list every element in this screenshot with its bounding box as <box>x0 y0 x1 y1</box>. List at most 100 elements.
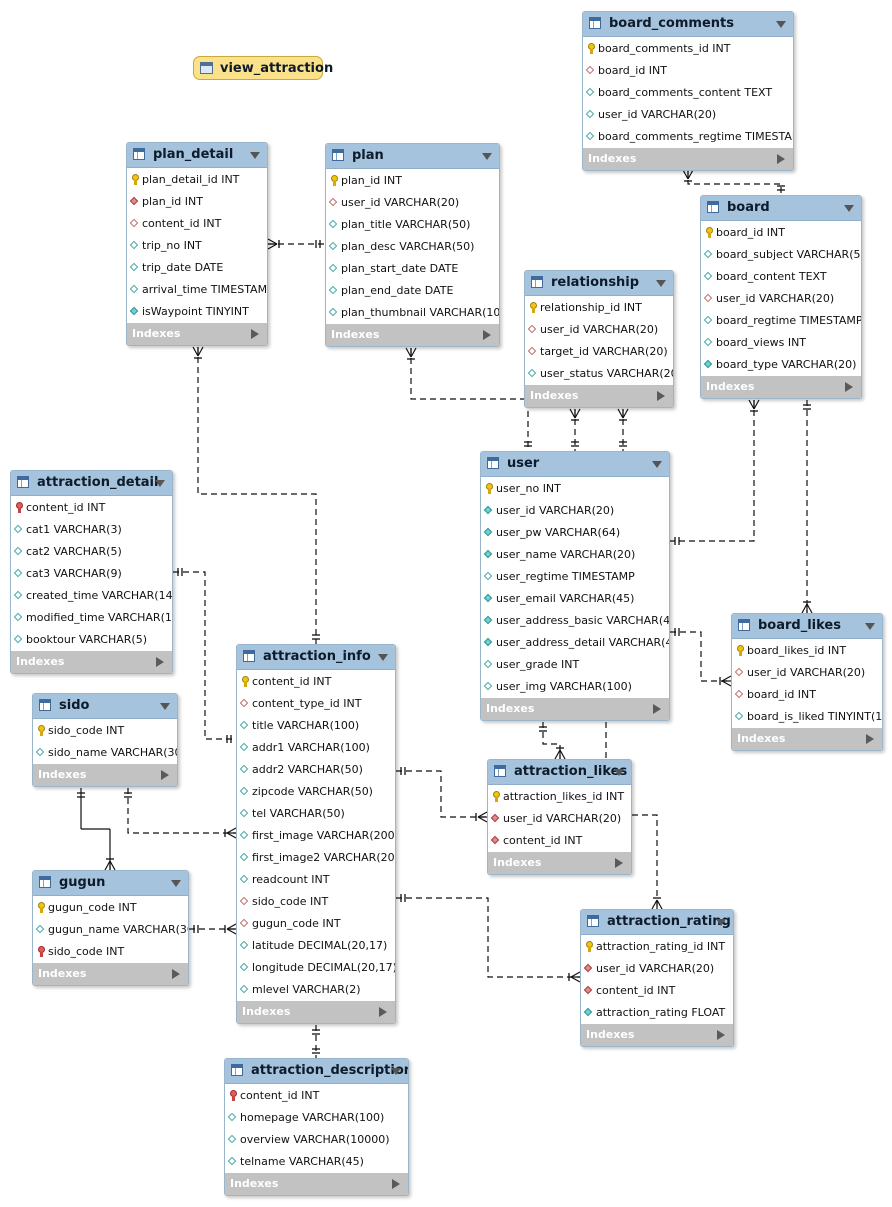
column-row[interactable]: board_regtime TIMESTAMP <box>701 310 861 332</box>
column-row[interactable]: user_id VARCHAR(20) <box>583 104 793 126</box>
column-row[interactable]: user_email VARCHAR(45) <box>481 588 669 610</box>
column-row[interactable]: board_subject VARCHAR(50) <box>701 244 861 266</box>
column-row[interactable]: longitude DECIMAL(20,17) <box>237 957 395 979</box>
table-header[interactable]: attraction_rating <box>581 910 733 935</box>
table-header[interactable]: attraction_description <box>225 1059 408 1084</box>
column-row[interactable]: cat1 VARCHAR(3) <box>11 519 172 541</box>
table-menu-dropdown-icon[interactable] <box>378 654 388 661</box>
column-row[interactable]: board_comments_regtime TIMESTAMP <box>583 126 793 148</box>
view-view-attraction[interactable]: view_attraction <box>193 56 333 80</box>
column-row[interactable]: content_id INT <box>237 671 395 693</box>
column-row[interactable]: attraction_rating_id INT <box>581 936 733 958</box>
table-menu-dropdown-icon[interactable] <box>482 153 492 160</box>
indexes-section[interactable]: Indexes <box>701 376 861 398</box>
indexes-section[interactable]: Indexes <box>33 764 177 786</box>
table-menu-dropdown-icon[interactable] <box>865 623 875 630</box>
column-row[interactable]: board_views INT <box>701 332 861 354</box>
column-row[interactable]: user_no INT <box>481 478 669 500</box>
column-row[interactable]: user_status VARCHAR(20) <box>525 363 673 385</box>
column-row[interactable]: user_id VARCHAR(20) <box>326 192 499 214</box>
column-row[interactable]: content_id INT <box>127 213 267 235</box>
column-row[interactable]: plan_id INT <box>127 191 267 213</box>
column-row[interactable]: board_is_liked TINYINT(1) <box>732 706 882 728</box>
column-row[interactable]: sido_code INT <box>237 891 395 913</box>
indexes-section[interactable]: Indexes <box>481 698 669 720</box>
column-row[interactable]: relationship_id INT <box>525 297 673 319</box>
indexes-section[interactable]: Indexes <box>583 148 793 170</box>
table-menu-dropdown-icon[interactable] <box>155 480 165 487</box>
column-row[interactable]: user_id VARCHAR(20) <box>488 808 631 830</box>
column-row[interactable]: board_id INT <box>732 684 882 706</box>
column-row[interactable]: cat2 VARCHAR(5) <box>11 541 172 563</box>
column-row[interactable]: content_id INT <box>488 830 631 852</box>
column-row[interactable]: first_image VARCHAR(200) <box>237 825 395 847</box>
column-row[interactable]: plan_end_date DATE <box>326 280 499 302</box>
column-row[interactable]: user_address_basic VARCHAR(45) <box>481 610 669 632</box>
column-row[interactable]: attraction_rating FLOAT <box>581 1002 733 1024</box>
table-header[interactable]: board_likes <box>732 614 882 639</box>
column-row[interactable]: user_grade INT <box>481 654 669 676</box>
column-row[interactable]: plan_detail_id INT <box>127 169 267 191</box>
table-menu-dropdown-icon[interactable] <box>160 703 170 710</box>
column-row[interactable]: overview VARCHAR(10000) <box>225 1129 408 1151</box>
column-row[interactable]: first_image2 VARCHAR(200) <box>237 847 395 869</box>
column-row[interactable]: content_id INT <box>11 497 172 519</box>
table-header[interactable]: relationship <box>525 271 673 296</box>
indexes-section[interactable]: Indexes <box>732 728 882 750</box>
indexes-section[interactable]: Indexes <box>33 963 188 985</box>
expand-arrow-icon[interactable] <box>777 154 785 164</box>
column-row[interactable]: sido_code INT <box>33 941 188 963</box>
table-menu-dropdown-icon[interactable] <box>776 21 786 28</box>
table-header[interactable]: attraction_detail <box>11 471 172 496</box>
table-header[interactable]: plan_detail <box>127 143 267 168</box>
table-menu-dropdown-icon[interactable] <box>844 205 854 212</box>
indexes-section[interactable]: Indexes <box>326 324 499 346</box>
column-row[interactable]: user_pw VARCHAR(64) <box>481 522 669 544</box>
column-row[interactable]: user_address_detail VARCHAR(45) <box>481 632 669 654</box>
column-row[interactable]: plan_thumbnail VARCHAR(100) <box>326 302 499 324</box>
expand-arrow-icon[interactable] <box>866 734 874 744</box>
indexes-section[interactable]: Indexes <box>11 651 172 673</box>
column-row[interactable]: trip_no INT <box>127 235 267 257</box>
column-row[interactable]: tel VARCHAR(50) <box>237 803 395 825</box>
column-row[interactable]: telname VARCHAR(45) <box>225 1151 408 1173</box>
table-menu-dropdown-icon[interactable] <box>716 919 726 926</box>
column-row[interactable]: cat3 VARCHAR(9) <box>11 563 172 585</box>
column-row[interactable]: trip_date DATE <box>127 257 267 279</box>
table-menu-dropdown-icon[interactable] <box>391 1068 401 1075</box>
indexes-section[interactable]: Indexes <box>237 1001 395 1023</box>
column-row[interactable]: user_id VARCHAR(20) <box>701 288 861 310</box>
column-row[interactable]: sido_code INT <box>33 720 177 742</box>
expand-arrow-icon[interactable] <box>379 1007 387 1017</box>
expand-arrow-icon[interactable] <box>717 1030 725 1040</box>
expand-arrow-icon[interactable] <box>156 657 164 667</box>
column-row[interactable]: gugun_code INT <box>237 913 395 935</box>
table-menu-dropdown-icon[interactable] <box>614 769 624 776</box>
table-header[interactable]: sido <box>33 694 177 719</box>
column-row[interactable]: addr1 VARCHAR(100) <box>237 737 395 759</box>
column-row[interactable]: user_img VARCHAR(100) <box>481 676 669 698</box>
column-row[interactable]: sido_name VARCHAR(30) <box>33 742 177 764</box>
column-row[interactable]: user_id VARCHAR(20) <box>732 662 882 684</box>
expand-arrow-icon[interactable] <box>251 329 259 339</box>
column-row[interactable]: created_time VARCHAR(14) <box>11 585 172 607</box>
column-row[interactable]: booktour VARCHAR(5) <box>11 629 172 651</box>
column-row[interactable]: target_id VARCHAR(20) <box>525 341 673 363</box>
column-row[interactable]: content_type_id INT <box>237 693 395 715</box>
column-row[interactable]: board_id INT <box>701 222 861 244</box>
column-row[interactable]: zipcode VARCHAR(50) <box>237 781 395 803</box>
table-menu-dropdown-icon[interactable] <box>652 461 662 468</box>
table-header[interactable]: attraction_likes <box>488 760 631 785</box>
column-row[interactable]: isWaypoint TINYINT <box>127 301 267 323</box>
indexes-section[interactable]: Indexes <box>488 852 631 874</box>
column-row[interactable]: board_type VARCHAR(20) <box>701 354 861 376</box>
table-header[interactable]: board <box>701 196 861 221</box>
